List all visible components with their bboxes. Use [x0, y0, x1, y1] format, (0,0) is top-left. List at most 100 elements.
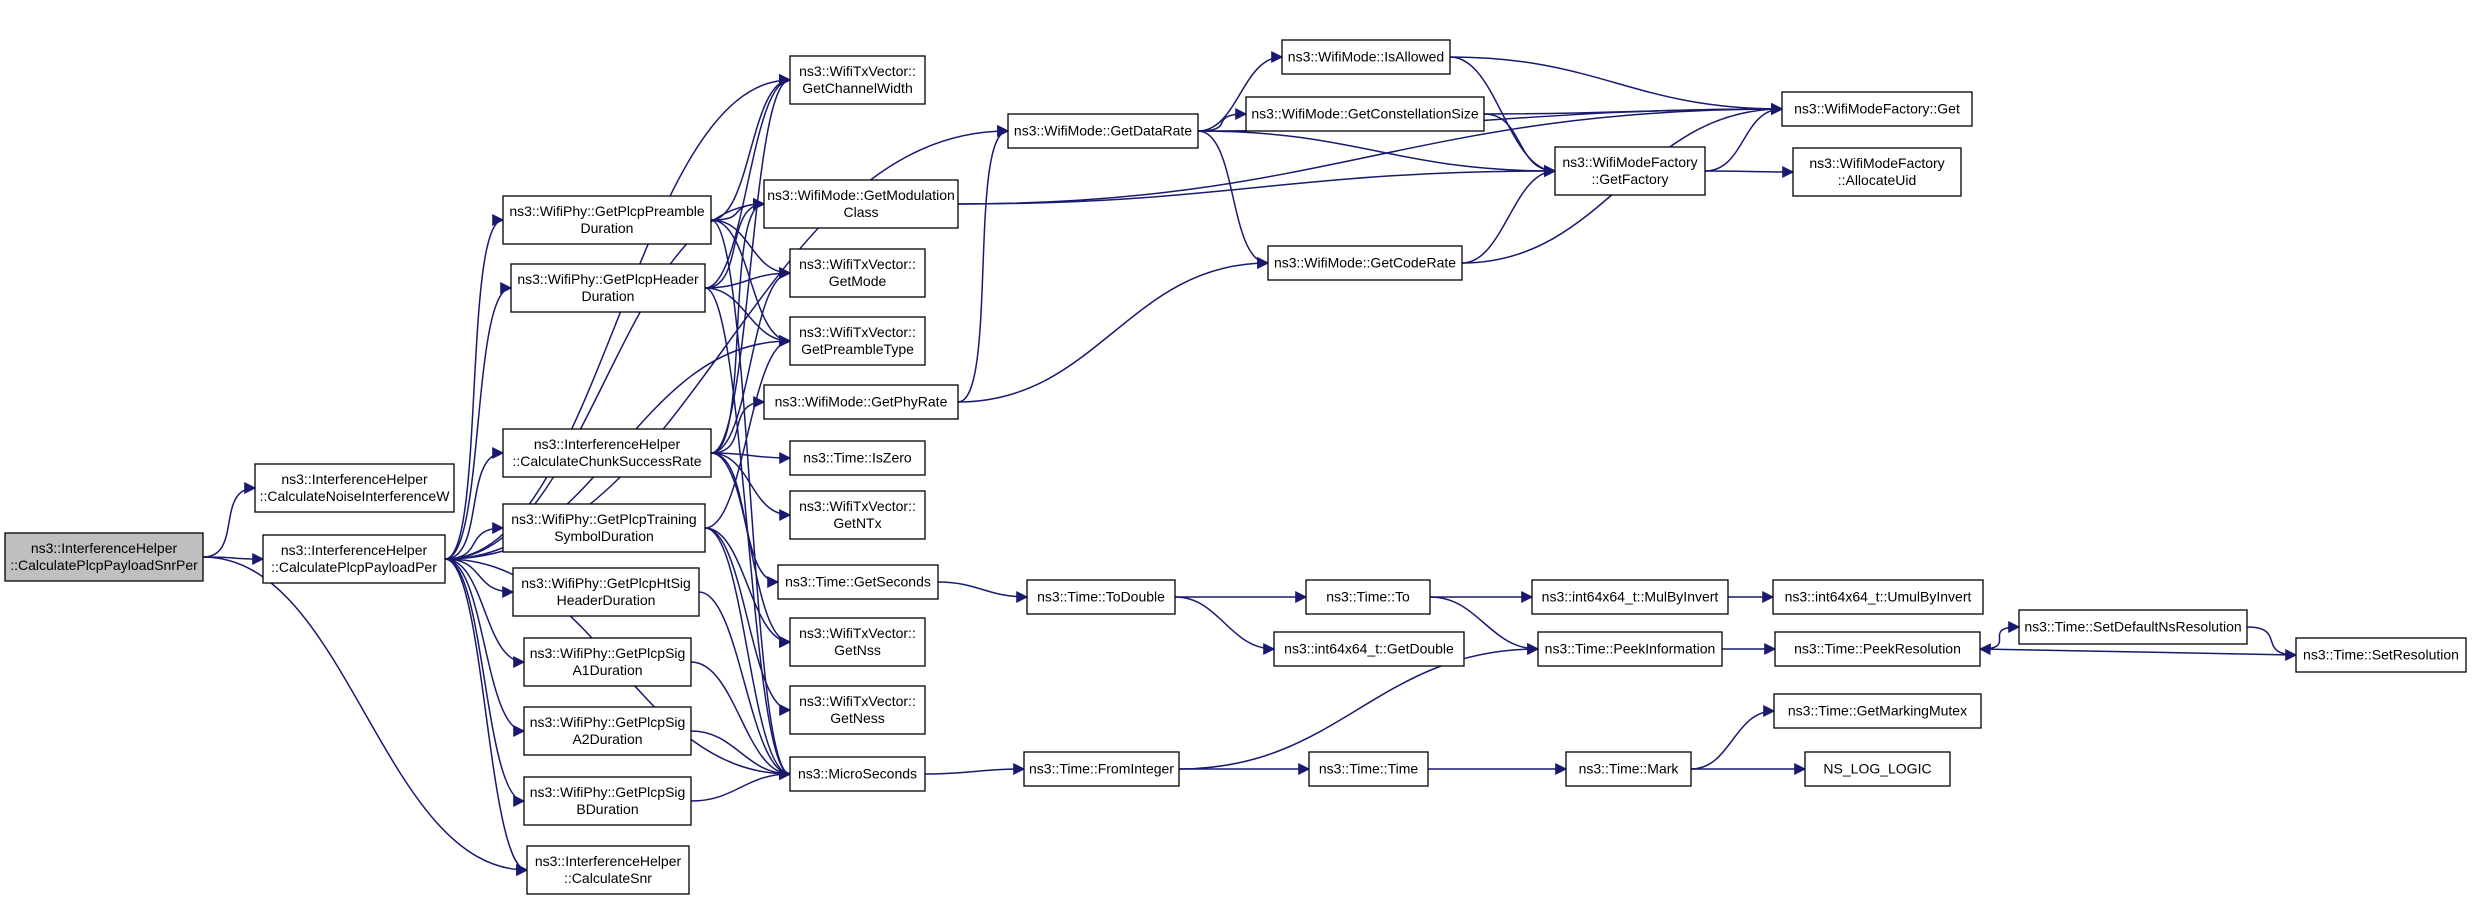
node-box — [502, 503, 706, 553]
node-box — [789, 248, 926, 298]
node-label: ns3::Time::GetMarkingMutex — [1788, 703, 1967, 719]
edge-time-get-seconds-to-time-to-double — [937, 581, 1029, 603]
edge-calc-chunk-success-rate-to-tx-get-mode — [710, 267, 792, 454]
node-label: ns3::int64x64_t::MulByInvert — [1542, 589, 1719, 605]
node-tx-get-mode[interactable]: ns3::WifiTxVector::GetMode — [789, 248, 926, 298]
edge-get-plcp-header-duration-to-tx-get-mode — [704, 267, 792, 289]
node-time-peek-information[interactable]: ns3::Time::PeekInformation — [1537, 631, 1723, 667]
node-box — [526, 845, 690, 895]
node-box — [1305, 579, 1431, 615]
node-time-from-integer[interactable]: ns3::Time::FromInteger — [1023, 751, 1180, 787]
node-time-get-marking-mutex[interactable]: ns3::Time::GetMarkingMutex — [1773, 693, 1982, 729]
node-box — [789, 617, 926, 667]
node-label: ns3::WifiPhy::GetPlcpPreamble — [509, 203, 705, 219]
node-box — [1267, 245, 1463, 281]
node-micro-seconds[interactable]: ns3::MicroSeconds — [789, 756, 926, 792]
node-calc-plcp-payload-per[interactable]: ns3::InterferenceHelper::CalculatePlcpPa… — [262, 534, 446, 584]
edge-get-plcp-sig-a2-duration-to-micro-seconds — [690, 730, 792, 780]
node-label: Class — [843, 204, 878, 220]
node-box — [789, 440, 926, 476]
node-label: ns3::Time::Mark — [1579, 761, 1680, 777]
node-mode-get-data-rate[interactable]: ns3::WifiMode::GetDataRate — [1007, 113, 1199, 149]
node-mode-is-allowed[interactable]: ns3::WifiMode::IsAllowed — [1281, 39, 1451, 75]
node-box — [1781, 91, 1973, 127]
node-calc-noise-interference-w[interactable]: ns3::InterferenceHelper::CalculateNoiseI… — [254, 463, 455, 513]
node-time-get-seconds[interactable]: ns3::Time::GetSeconds — [777, 564, 939, 600]
edge-mode-get-data-rate-to-mode-get-code-rate — [1197, 130, 1270, 269]
node-label: ns3::Time::To — [1326, 589, 1410, 605]
node-box — [523, 776, 692, 826]
node-label: ns3::WifiTxVector:: — [799, 693, 916, 709]
edge-get-plcp-preamble-duration-to-tx-get-channel-width — [710, 74, 792, 221]
node-calc-plcp-payload-snr-per[interactable]: ns3::InterferenceHelper::CalculatePlcpPa… — [4, 532, 204, 582]
node-calc-snr[interactable]: ns3::InterferenceHelper::CalculateSnr — [526, 845, 690, 895]
node-box — [502, 195, 712, 245]
node-tx-get-nss[interactable]: ns3::WifiTxVector::GetNss — [789, 617, 926, 667]
node-factory-get[interactable]: ns3::WifiModeFactory::Get — [1781, 91, 1973, 127]
node-mode-get-constellation-size[interactable]: ns3::WifiMode::GetConstellationSize — [1245, 96, 1485, 132]
node-box — [1308, 751, 1429, 787]
node-label: NS_LOG_LOGIC — [1823, 761, 1931, 777]
node-label: A2Duration — [572, 731, 642, 747]
edge-calc-plcp-payload-per-to-get-plcp-sig-a2-duration — [444, 558, 526, 737]
node-time-to[interactable]: ns3::Time::To — [1305, 579, 1431, 615]
node-time-peek-resolution[interactable]: ns3::Time::PeekResolution — [1774, 631, 1981, 667]
node-label: ns3::WifiMode::GetPhyRate — [775, 394, 948, 410]
node-label: GetNess — [830, 710, 884, 726]
node-time-to-double[interactable]: ns3::Time::ToDouble — [1026, 579, 1176, 615]
node-label: ns3::Time::IsZero — [803, 450, 912, 466]
node-label: GetNss — [834, 642, 881, 658]
node-factory-allocate-uid[interactable]: ns3::WifiModeFactory::AllocateUid — [1792, 147, 1962, 197]
node-mode-get-code-rate[interactable]: ns3::WifiMode::GetCodeRate — [1267, 245, 1463, 281]
node-label: ns3::InterferenceHelper — [31, 540, 178, 556]
node-label: ns3::WifiPhy::GetPlcpHtSig — [521, 575, 691, 591]
node-box — [4, 532, 204, 582]
node-get-plcp-training-symbol-duration[interactable]: ns3::WifiPhy::GetPlcpTrainingSymbolDurat… — [502, 503, 706, 553]
edge-calc-plcp-payload-snr-per-to-calc-noise-interference-w — [202, 482, 257, 558]
node-label: ns3::WifiTxVector:: — [799, 498, 916, 514]
node-label: ::CalculateChunkSuccessRate — [512, 453, 701, 469]
node-tx-get-ntx[interactable]: ns3::WifiTxVector::GetNTx — [789, 490, 926, 540]
edge-get-plcp-ht-sig-header-duration-to-micro-seconds — [698, 591, 792, 780]
node-label: ns3::Time::PeekResolution — [1794, 641, 1961, 657]
node-label: A1Duration — [572, 662, 642, 678]
node-factory-get-factory[interactable]: ns3::WifiModeFactory::GetFactory — [1554, 146, 1706, 196]
node-time-mark[interactable]: ns3::Time::Mark — [1565, 751, 1692, 787]
node-int64-mul-by-invert[interactable]: ns3::int64x64_t::MulByInvert — [1531, 579, 1729, 615]
node-box — [1537, 631, 1723, 667]
edge-get-plcp-preamble-duration-to-tx-get-preamble-type — [710, 219, 792, 347]
edge-mode-get-constellation-size-to-factory-get — [1483, 103, 1784, 116]
node-time-set-resolution[interactable]: ns3::Time::SetResolution — [2295, 637, 2467, 673]
node-tx-get-ness[interactable]: ns3::WifiTxVector::GetNess — [789, 685, 926, 735]
node-box — [1245, 96, 1485, 132]
node-box — [512, 567, 700, 617]
node-box — [1281, 39, 1451, 75]
node-time-set-default-ns-resolution[interactable]: ns3::Time::SetDefaultNsResolution — [2018, 609, 2248, 645]
node-time-is-zero[interactable]: ns3::Time::IsZero — [789, 440, 926, 476]
node-calc-chunk-success-rate[interactable]: ns3::InterferenceHelper::CalculateChunkS… — [502, 428, 712, 478]
node-ns-log-logic[interactable]: NS_LOG_LOGIC — [1804, 751, 1951, 787]
node-tx-get-preamble-type[interactable]: ns3::WifiTxVector::GetPreambleType — [789, 316, 926, 366]
edge-calc-plcp-payload-per-to-calc-chunk-success-rate — [444, 447, 505, 560]
node-label: ns3::WifiTxVector:: — [799, 256, 916, 272]
node-label: ns3::InterferenceHelper — [281, 542, 428, 558]
node-label: ns3::WifiMode::GetModulation — [767, 187, 955, 203]
node-mode-get-phy-rate[interactable]: ns3::WifiMode::GetPhyRate — [763, 384, 959, 420]
node-label: ns3::int64x64_t::GetDouble — [1284, 641, 1454, 657]
node-tx-get-channel-width[interactable]: ns3::WifiTxVector::GetChannelWidth — [789, 55, 926, 105]
edge-calc-chunk-success-rate-to-tx-get-channel-width — [710, 74, 792, 454]
node-int64-umul-by-invert[interactable]: ns3::int64x64_t::UmulByInvert — [1772, 579, 1984, 615]
node-label: GetPreambleType — [801, 341, 914, 357]
node-int64-get-double[interactable]: ns3::int64x64_t::GetDouble — [1273, 631, 1465, 667]
node-time-time[interactable]: ns3::Time::Time — [1308, 751, 1429, 787]
node-label: SymbolDuration — [554, 528, 654, 544]
node-label: ns3::WifiTxVector:: — [799, 63, 916, 79]
edge-get-plcp-header-duration-to-tx-get-preamble-type — [704, 287, 792, 347]
